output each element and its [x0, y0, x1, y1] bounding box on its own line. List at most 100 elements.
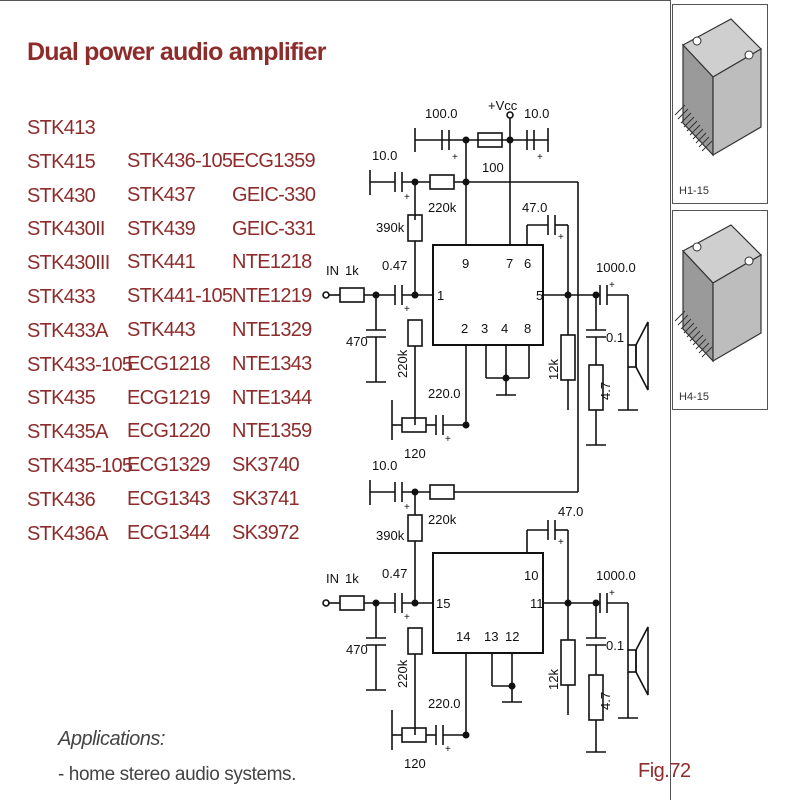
package-label: H1-15 — [679, 185, 709, 197]
svg-text:+: + — [558, 537, 564, 548]
part-number: SK3972 — [232, 521, 300, 544]
pin-label: 12 — [505, 629, 519, 644]
input-label: IN — [326, 263, 339, 278]
part-number: NTE1343 — [232, 352, 312, 375]
part-number: STK430 — [27, 184, 96, 207]
value-label: 220k — [395, 659, 410, 688]
value-label: 0.1 — [606, 638, 624, 653]
value-label: 47.0 — [522, 200, 547, 215]
part-number: STK441-105 — [127, 285, 233, 308]
value-label: 1000.0 — [596, 260, 636, 275]
value-label: 100.0 — [425, 106, 458, 121]
part-number: STK437 — [127, 183, 196, 206]
part-number: STK439 — [127, 217, 196, 240]
part-number: NTE1329 — [232, 318, 312, 341]
page-title: Dual power audio amplifier — [27, 38, 327, 66]
part-number: ECG1219 — [127, 386, 211, 409]
part-number: STK443 — [127, 318, 196, 341]
pin-label: 10 — [524, 568, 538, 583]
ic-package-icon — [674, 224, 762, 363]
part-number: ECG1343 — [127, 487, 211, 510]
part-list-col2: STK436-105 STK437 STK439 STK441 STK441-1… — [127, 145, 233, 551]
input-label: IN — [326, 571, 339, 586]
ic-package-icon — [674, 18, 762, 157]
pin-label: 11 — [530, 596, 544, 611]
part-number: NTE1359 — [232, 420, 312, 443]
part-number: STK413 — [27, 117, 96, 139]
part-number: NTE1344 — [232, 386, 312, 409]
part-number: STK415 — [27, 150, 96, 173]
package-label: H4-15 — [679, 391, 709, 403]
part-number: GEIC-330 — [232, 183, 316, 206]
value-label: 120 — [404, 446, 426, 461]
part-number: ECG1329 — [127, 454, 211, 477]
part-number: GEIC-331 — [232, 217, 316, 240]
main-frame — [0, 0, 671, 800]
value-label: 4.7 — [598, 382, 613, 400]
value-label: 0.47 — [382, 258, 407, 273]
pin-label: 2 — [461, 321, 468, 336]
value-label: 12k — [546, 669, 561, 690]
figure-label: Fig.72 — [638, 760, 691, 782]
svg-text:+: + — [404, 304, 410, 315]
svg-text:+: + — [445, 434, 451, 445]
part-number: SK3740 — [232, 454, 300, 477]
applications-item: - home stereo audio systems. — [58, 764, 297, 785]
value-label: 10.0 — [372, 148, 397, 163]
part-number: ECG1344 — [127, 521, 211, 544]
value-label: 100 — [482, 160, 504, 175]
part-number: STK433-105 — [27, 353, 133, 376]
part-number: STK430II — [27, 218, 105, 241]
part-number: SK3741 — [232, 487, 300, 510]
part-number: STK441 — [127, 251, 196, 274]
value-label: 220.0 — [428, 386, 461, 401]
part-number: STK433 — [27, 285, 96, 308]
part-number: NTE1218 — [232, 251, 312, 274]
pin-label: 4 — [501, 321, 508, 336]
value-label: 4.7 — [598, 692, 613, 710]
package-h4-15: H4-15 — [672, 210, 768, 410]
svg-text:+: + — [404, 192, 410, 203]
value-label: 470 — [346, 334, 368, 349]
value-label: 220.0 — [428, 696, 461, 711]
value-label: 390k — [376, 528, 405, 543]
value-label: 47.0 — [558, 504, 583, 519]
svg-text:+: + — [445, 744, 451, 755]
package-h1-15: H1-15 — [672, 4, 768, 204]
part-number: STK435 — [27, 387, 96, 410]
value-label: 1000.0 — [596, 568, 636, 583]
pin-label: 5 — [536, 288, 543, 303]
part-number: STK436A — [27, 522, 108, 545]
value-label: 220k — [395, 349, 410, 378]
svg-text:+: + — [558, 232, 564, 243]
pin-label: 1 — [437, 288, 444, 303]
applications-heading: Applications: — [58, 728, 165, 750]
part-number: STK433A — [27, 319, 108, 342]
part-number: NTE1219 — [232, 285, 312, 308]
pin-label: 8 — [524, 321, 531, 336]
pin-label: 7 — [506, 256, 513, 271]
value-label: 1k — [345, 571, 359, 586]
svg-text:+: + — [404, 612, 410, 623]
pin-label: 6 — [524, 256, 531, 271]
pin-label: 15 — [436, 596, 450, 611]
part-number: STK430III — [27, 252, 110, 275]
svg-text:+: + — [452, 152, 458, 163]
part-number: STK436-105 — [127, 150, 233, 172]
value-label: 0.47 — [382, 566, 407, 581]
value-label: 10.0 — [524, 106, 549, 121]
svg-text:+: + — [537, 152, 543, 163]
value-label: 470 — [346, 642, 368, 657]
value-label: 12k — [546, 359, 561, 380]
value-label: 120 — [404, 756, 426, 771]
pin-label: 3 — [481, 321, 488, 336]
vcc-label: +Vcc — [488, 98, 518, 113]
part-number: ECG1220 — [127, 420, 211, 443]
part-number: STK436 — [27, 488, 96, 511]
value-label: 220k — [428, 200, 457, 215]
part-number: STK435A — [27, 421, 108, 444]
pin-label: 9 — [462, 256, 469, 271]
part-list-col1: STK413 STK415 STK430 STK430II STK430III … — [27, 112, 133, 551]
pin-label: 14 — [456, 629, 470, 644]
